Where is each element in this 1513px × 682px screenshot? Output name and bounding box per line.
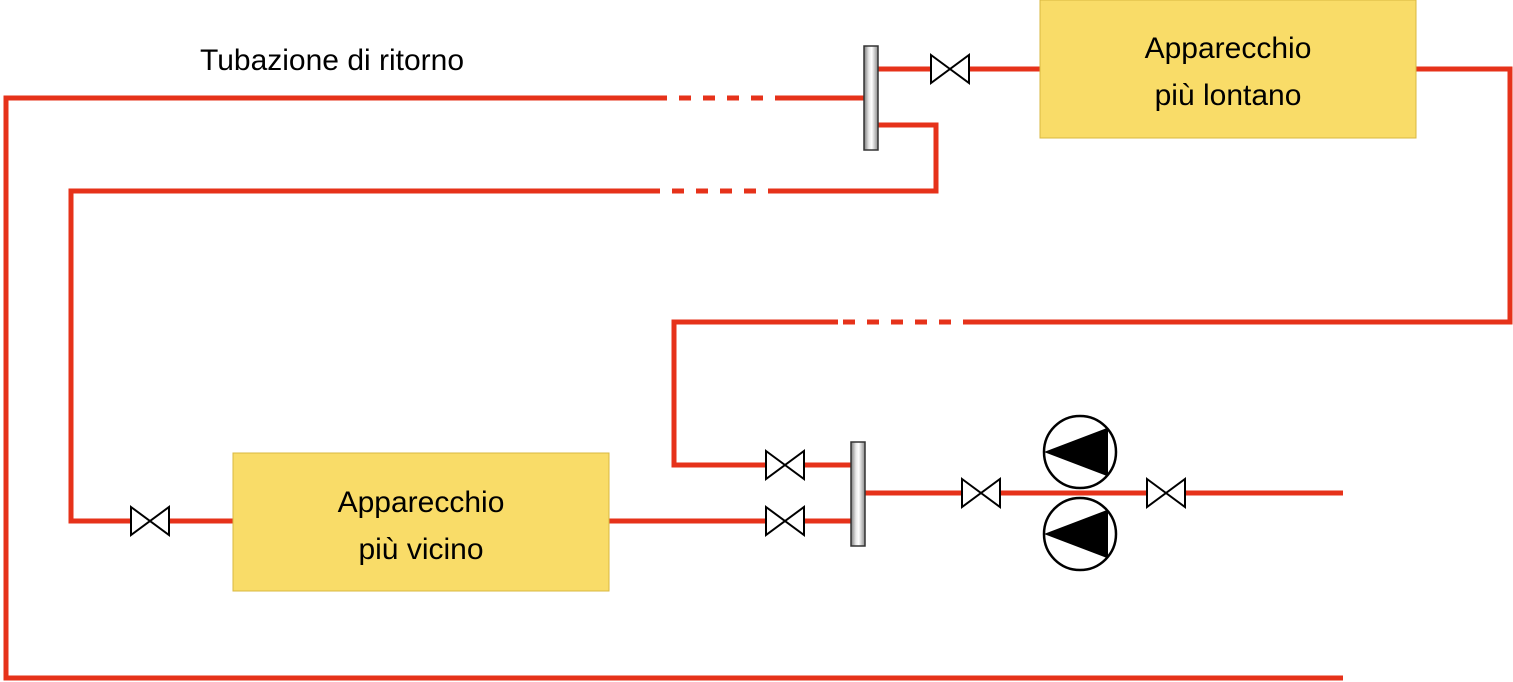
apparatus-far-box [1039, 0, 1417, 139]
valve-icon[interactable] [930, 53, 970, 85]
valve-icon[interactable] [130, 505, 170, 537]
valve-icon[interactable] [765, 505, 805, 537]
return-pipe-left-segment [3, 95, 1343, 681]
apparatus-far: Apparecchio più lontano [1039, 0, 1417, 139]
return-pipe-label: Tubazione di ritorno [200, 44, 464, 77]
apparatus-far-line1: Apparecchio [1145, 32, 1312, 65]
apparatus-near-box [232, 452, 610, 592]
valve-icon[interactable] [765, 449, 805, 481]
upper-branch-pipes [671, 66, 1513, 468]
valve-icon[interactable] [1146, 477, 1186, 509]
near-branch-pipes [68, 122, 939, 524]
apparatus-near: Apparecchio più vicino [232, 452, 610, 592]
pipe-left-down-to-near-valve [68, 188, 655, 524]
apparatus-near-line1: Apparecchio [338, 486, 505, 519]
pipe-far-return-to-lower-manifold [671, 319, 838, 468]
bottom-manifold [850, 441, 866, 547]
valve-icon[interactable] [961, 477, 1001, 509]
apparatus-far-line2: più lontano [1155, 79, 1302, 112]
pipe-top-manifold-to-left [780, 122, 939, 194]
apparatus-near-line2: più vicino [358, 533, 483, 566]
return-pipe [3, 95, 1343, 681]
pipe-far-apparatus-outlet [975, 66, 1513, 325]
pump-icon[interactable] [1042, 496, 1118, 572]
pump-icon[interactable] [1042, 414, 1118, 490]
top-manifold [863, 45, 879, 151]
